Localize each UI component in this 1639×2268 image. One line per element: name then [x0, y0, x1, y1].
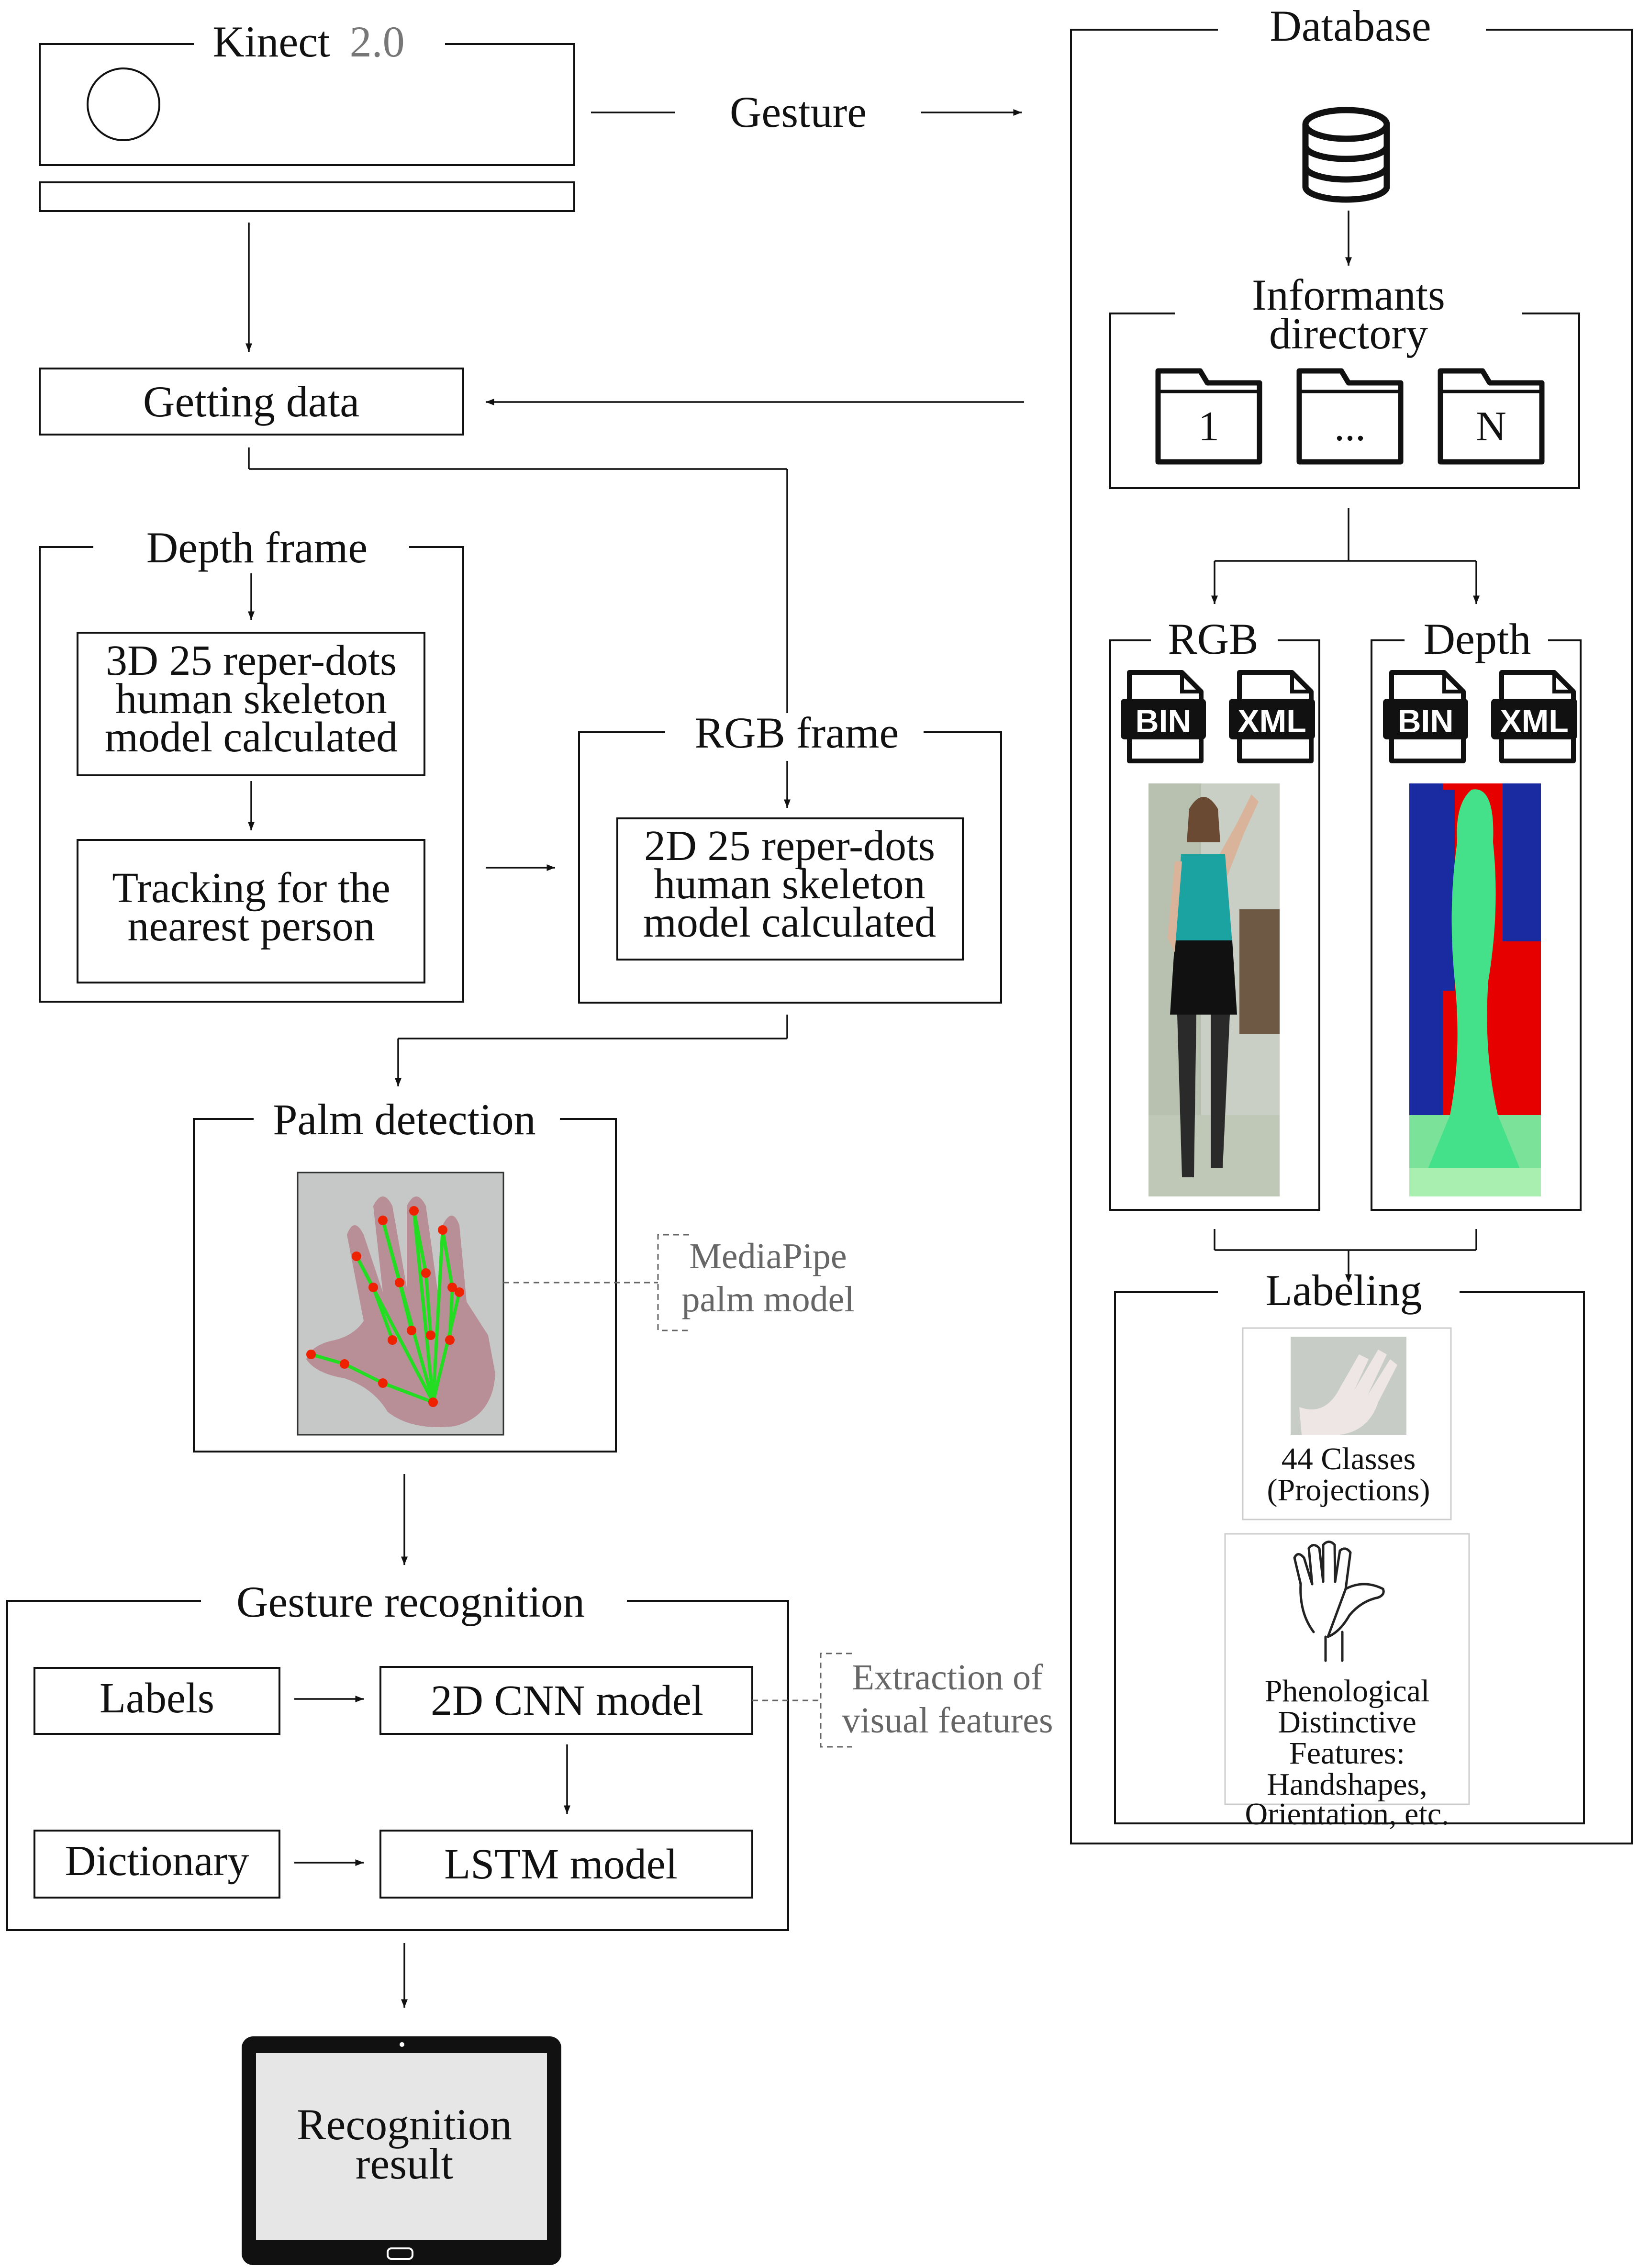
features-line3: Features: [1289, 1736, 1405, 1771]
database-title: Database [1270, 1, 1431, 50]
palm-detection-panel: Palm detection [193, 1095, 617, 1452]
kinect-title: Kinect [212, 17, 330, 66]
getting-data-box: Getting data [39, 368, 464, 436]
kinect-version: 2.0 [350, 17, 405, 66]
depth-frame-panel: Depth frame 3D 25 reper-dots human skele… [39, 523, 464, 1003]
skeleton3d-line2: human skeleton [115, 675, 387, 723]
gesture-label: Gesture [730, 88, 867, 136]
depth-map-image [1409, 783, 1541, 1196]
classes-line2: (Projections) [1267, 1473, 1430, 1508]
informants-title-line1: Informants [1252, 270, 1445, 319]
tracking-line2: nearest person [127, 903, 375, 950]
dictionary-box: Dictionary [65, 1837, 249, 1885]
depth-frame-title: Depth frame [146, 523, 368, 572]
database-icon [1302, 107, 1390, 203]
kinect-lens-icon [87, 67, 160, 141]
skeleton2d-line3: model calculated [643, 899, 936, 946]
extraction-note-line1: Extraction of [852, 1657, 1044, 1698]
gesture-recognition-panel: Gesture recognition Labels 2D CNN model … [6, 1577, 789, 1931]
rgb-storage: RGB BIN XML [1109, 614, 1320, 1211]
labels-box: Labels [100, 1675, 214, 1722]
skeleton3d-line1: 3D 25 reper-dots [106, 637, 397, 684]
getting-data-label: Getting data [143, 377, 359, 426]
mediapipe-note-line2: palm model [682, 1279, 855, 1319]
bin-file-icon: BIN [1121, 670, 1206, 763]
mediapipe-note: MediaPipe palm model [503, 1234, 855, 1331]
kinect-stand [39, 181, 575, 212]
informants-title-line2: directory [1269, 309, 1428, 358]
rgb-frame-title: RGB frame [695, 708, 899, 757]
palm-landmarks-image [297, 1172, 504, 1436]
features-line1: Phenological [1265, 1674, 1430, 1709]
skeleton2d-line1: 2D 25 reper-dots [644, 822, 935, 870]
rgb-frame-panel: RGB frame 2D 25 reper-dots human skeleto… [578, 708, 1002, 1004]
lstm-box: LSTM model [444, 1841, 678, 1888]
xml-file-icon: XML [1491, 670, 1577, 763]
extraction-note-line2: visual features [842, 1700, 1053, 1741]
recognition-result-tablet: Recognition result [242, 2036, 561, 2265]
tablet-camera-icon [400, 2042, 404, 2047]
svg-text:N: N [1476, 403, 1506, 450]
folder-icon-ellipsis: ... [1296, 368, 1404, 465]
classes-line1: 44 Classes [1282, 1441, 1416, 1476]
hand-outline-icon [1293, 1541, 1385, 1662]
rgb-person-image [1148, 783, 1280, 1196]
gesture-recognition-title: Gesture recognition [236, 1577, 585, 1626]
extraction-note: Extraction of visual features [752, 1653, 1053, 1748]
svg-text:1: 1 [1198, 403, 1219, 450]
svg-text:BIN: BIN [1135, 703, 1191, 739]
rgb-storage-title: RGB [1168, 614, 1258, 663]
bin-file-icon: BIN [1383, 670, 1468, 763]
folder-icon-n: N [1438, 368, 1545, 465]
tablet-home-button [387, 2247, 413, 2260]
svg-text:XML: XML [1238, 703, 1306, 739]
kinect-sensor: Kinect 2.0 [39, 17, 575, 212]
svg-text:Kinect 2.0: Kinect 2.0 [212, 17, 404, 66]
features-line2: Distinctive [1278, 1705, 1416, 1740]
tracking-line1: Tracking for the [112, 864, 390, 912]
svg-text:XML: XML [1500, 703, 1569, 739]
mediapipe-note-line1: MediaPipe [689, 1236, 847, 1276]
informants-directory: Informants directory 1 ... N [1109, 270, 1580, 489]
folder-icon-1: 1 [1155, 368, 1262, 465]
svg-text:BIN: BIN [1397, 703, 1453, 739]
depth-storage: Depth BIN XML [1371, 614, 1582, 1211]
palm-detection-title: Palm detection [273, 1095, 535, 1144]
classes-card: 44 Classes (Projections) [1242, 1327, 1452, 1520]
cnn-box: 2D CNN model [431, 1677, 703, 1724]
features-line4: Handshapes, [1267, 1767, 1427, 1802]
database-panel: Database Informants directory 1 ... [1070, 1, 1633, 1844]
labeling-title: Labeling [1266, 1266, 1422, 1315]
xml-file-icon: XML [1229, 670, 1315, 763]
result-line2: result [356, 2139, 454, 2188]
skeleton2d-line2: human skeleton [654, 860, 925, 908]
svg-text:...: ... [1334, 403, 1366, 450]
features-card: Phenological Distinctive Features: Hands… [1224, 1533, 1470, 1832]
depth-storage-title: Depth [1424, 614, 1531, 663]
labeling-panel: Labeling 44 Classes (Projections) [1114, 1266, 1585, 1832]
features-line5: Orientation, etc. [1245, 1797, 1449, 1832]
result-line1: Recognition [297, 2100, 512, 2149]
skeleton3d-line3: model calculated [105, 714, 398, 761]
